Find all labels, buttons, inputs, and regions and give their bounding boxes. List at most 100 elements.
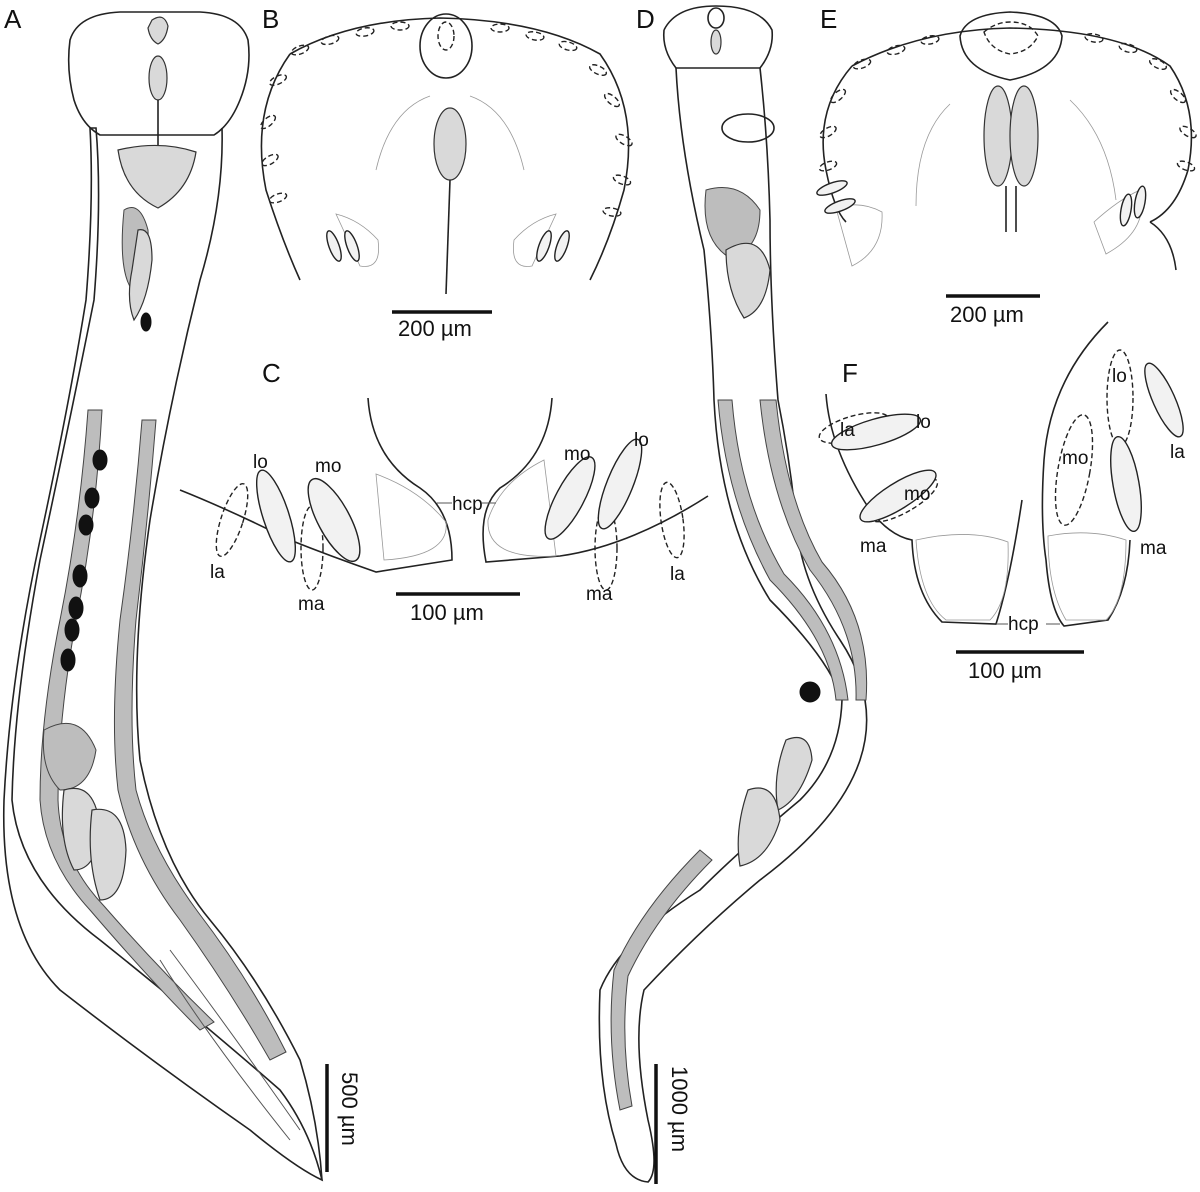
panel-d-crown-left	[662, 29, 677, 69]
panel-f-hook-lo-left	[830, 413, 922, 451]
panel-a: A	[2, 4, 362, 1182]
panel-e-spine	[829, 88, 847, 104]
panel-e-spine	[819, 125, 837, 139]
panel-c-right-outline	[482, 397, 709, 563]
panel-b-hook	[554, 230, 570, 262]
panel-b-spine	[490, 23, 510, 33]
panel-a-egg-2	[84, 487, 100, 509]
panel-f-label-mo-left: mo	[904, 484, 930, 505]
panel-f-label-ma-right: ma	[1140, 538, 1167, 559]
panel-b-spine	[320, 34, 340, 46]
panel-f-label-mo-right: mo	[1062, 448, 1088, 469]
panel-a-scale: 500 µm	[325, 1064, 362, 1172]
panel-f-hook-mo-left	[859, 469, 937, 523]
panel-f-right-pad	[1047, 532, 1127, 621]
panel-a-right-gland-band	[113, 419, 287, 1061]
panel-b-corner-spines	[326, 213, 570, 267]
panel-a-dark-spot-1	[140, 312, 152, 332]
panel-c-right-pad	[487, 459, 557, 557]
panel-e-scale: 200 µm	[946, 294, 1040, 327]
panel-b-crown-outline-right	[289, 17, 630, 281]
panel-e-spine	[1118, 42, 1138, 54]
panel-d-ovary	[799, 681, 821, 703]
panel-e-scale-label: 200 µm	[950, 302, 1024, 327]
panel-b-oral-sucker-inner	[437, 21, 455, 51]
panel-d-internal-organs	[704, 7, 821, 867]
panel-c-hook-mo-right	[544, 456, 596, 540]
panel-e-right-outline-tail	[1149, 221, 1177, 271]
panel-b-spine	[603, 92, 621, 108]
panel-c-scale: 100 µm	[396, 592, 520, 625]
panel-e-spine	[1169, 88, 1187, 104]
panel-c-hook-mo-left	[307, 477, 361, 563]
panel-b-right-pad	[513, 213, 557, 267]
panel-c-label-ma-left: ma	[298, 594, 325, 615]
panel-e-oral-sucker-inner	[983, 21, 1039, 55]
panel-c-hook-ma-right	[594, 505, 618, 591]
panel-b-spine	[259, 114, 277, 130]
panel-a-egg-6	[64, 618, 80, 642]
panel-b-letter: B	[262, 4, 279, 34]
panel-b-scale-label: 200 µm	[398, 316, 472, 341]
panel-f: F la lo mo ma hcp lo mo la ma 100 µm	[818, 321, 1185, 683]
panel-b-spine	[602, 207, 622, 217]
panel-b-hook	[326, 230, 342, 262]
panel-f-hook-la-right	[1144, 362, 1184, 438]
panel-f-hook-mo-right	[1054, 414, 1094, 526]
panel-a-left-gland-band	[39, 409, 215, 1031]
panel-b-nerve-left	[375, 95, 431, 171]
panel-c-hooks	[215, 438, 685, 591]
panel-f-hook-lo-right	[1106, 349, 1134, 447]
panel-b-spine	[558, 40, 578, 52]
panel-e-spines	[818, 33, 1197, 172]
panel-a-oral-sucker	[147, 16, 169, 45]
panel-c-label-hcp: hcp	[452, 494, 483, 515]
panel-b-spine	[615, 133, 633, 147]
panel-e-spine	[1148, 58, 1168, 70]
panel-f-label-lo-right: lo	[1112, 366, 1127, 387]
panel-a-egg-4	[72, 564, 88, 588]
panel-e-letter: E	[820, 4, 837, 34]
panel-f-letter: F	[842, 358, 858, 388]
panel-e-spine	[1084, 33, 1104, 43]
panel-e-spine	[818, 160, 838, 172]
panel-e-pharynx-right-lobe	[1009, 85, 1039, 187]
panel-e-crown-right	[851, 27, 1193, 223]
panel-f-label-hcp: hcp	[1008, 614, 1039, 635]
panel-d-left-gland	[717, 399, 849, 701]
panel-d-pharynx	[710, 29, 722, 55]
panel-d-oral-sucker	[707, 7, 725, 29]
panel-d-ventral-sucker	[721, 113, 775, 143]
panel-b-spine	[525, 31, 545, 41]
panel-b-nerve-right	[469, 95, 525, 171]
panel-a-vesicle	[128, 228, 153, 322]
panel-f-hooks	[818, 349, 1184, 533]
panel-d-tail-gland	[610, 849, 713, 1111]
panel-c-hook-lo-right	[597, 438, 643, 530]
panel-f-scale: 100 µm	[956, 650, 1084, 683]
panel-a-pharynx	[148, 55, 168, 101]
panel-a-ovary	[42, 722, 97, 791]
panel-c-label-mo-right: mo	[564, 444, 590, 465]
panel-b-spine	[268, 192, 288, 204]
panel-b-hook	[536, 230, 552, 262]
panel-f-label-lo-left: lo	[916, 412, 931, 433]
panel-c-label-lo-left: lo	[253, 452, 268, 473]
panel-c-hook-ma-left	[300, 505, 324, 591]
panel-b-oral-sucker	[419, 13, 473, 79]
panel-a-internal-organs	[42, 16, 301, 1141]
panel-b-spine	[268, 74, 288, 86]
panel-d-scale-label: 1000 µm	[667, 1066, 692, 1152]
panel-c-hook-la-right	[659, 481, 685, 559]
panel-d-scale: 1000 µm	[654, 1064, 692, 1184]
panel-b-left-pad	[335, 213, 379, 267]
panel-c-letter: C	[262, 358, 281, 388]
panel-a-ventral-sucker	[117, 144, 197, 209]
panel-a-head-crown	[67, 11, 250, 136]
panel-d-dark-mass	[704, 187, 761, 259]
panel-e-nerve-right	[1069, 99, 1117, 201]
panel-f-hook-ma-right	[1110, 435, 1142, 533]
panel-d-crown-right	[663, 5, 774, 69]
panel-e-nerve-left	[915, 103, 951, 207]
